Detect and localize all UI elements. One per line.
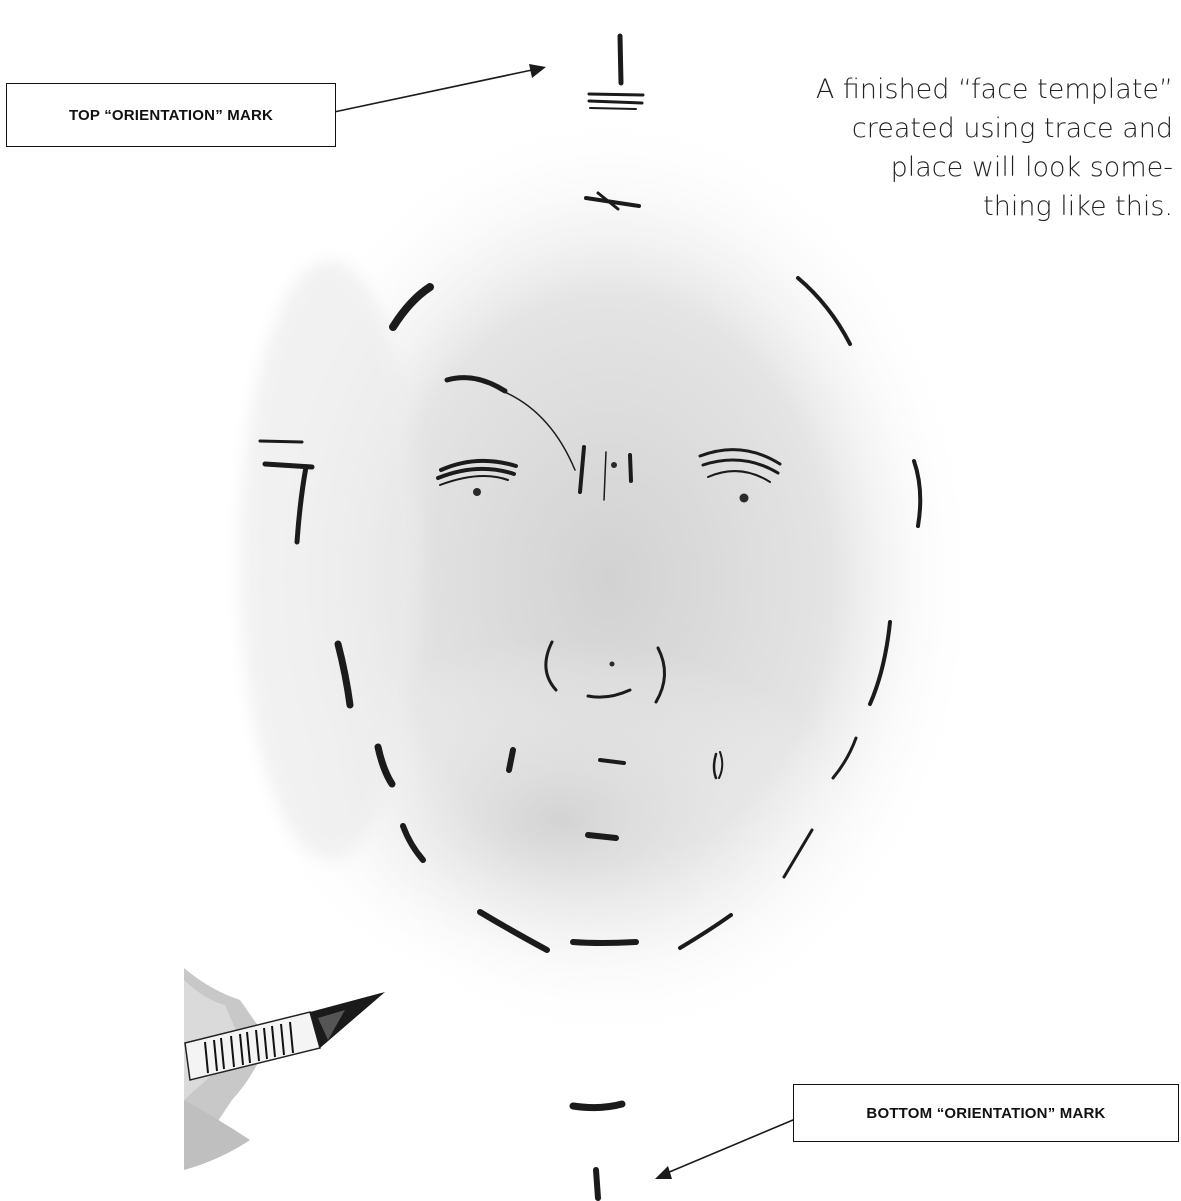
hand-with-pencil [184, 968, 385, 1170]
top-callout-arrow [334, 70, 532, 112]
caption-line-3: place will look some- [753, 148, 1173, 187]
bottom-callout-arrow [667, 1120, 793, 1173]
paper-shadow [240, 90, 980, 1030]
caption: A finished “face template” created using… [753, 70, 1173, 226]
top-arrowhead [529, 64, 546, 78]
caption-line-1: A finished “face template” [753, 70, 1173, 109]
top-orientation-label-text: TOP “ORIENTATION” MARK [69, 107, 273, 124]
top-orientation-label: TOP “ORIENTATION” MARK [6, 83, 336, 147]
bottom-orientation-label-text: BOTTOM “ORIENTATION” MARK [866, 1105, 1105, 1122]
bottom-orientation-mark [573, 1104, 622, 1198]
bottom-arrowhead [655, 1166, 672, 1179]
bottom-orientation-label: BOTTOM “ORIENTATION” MARK [793, 1084, 1179, 1142]
caption-line-4: thing like this. [753, 187, 1173, 226]
caption-line-2: created using trace and [753, 109, 1173, 148]
